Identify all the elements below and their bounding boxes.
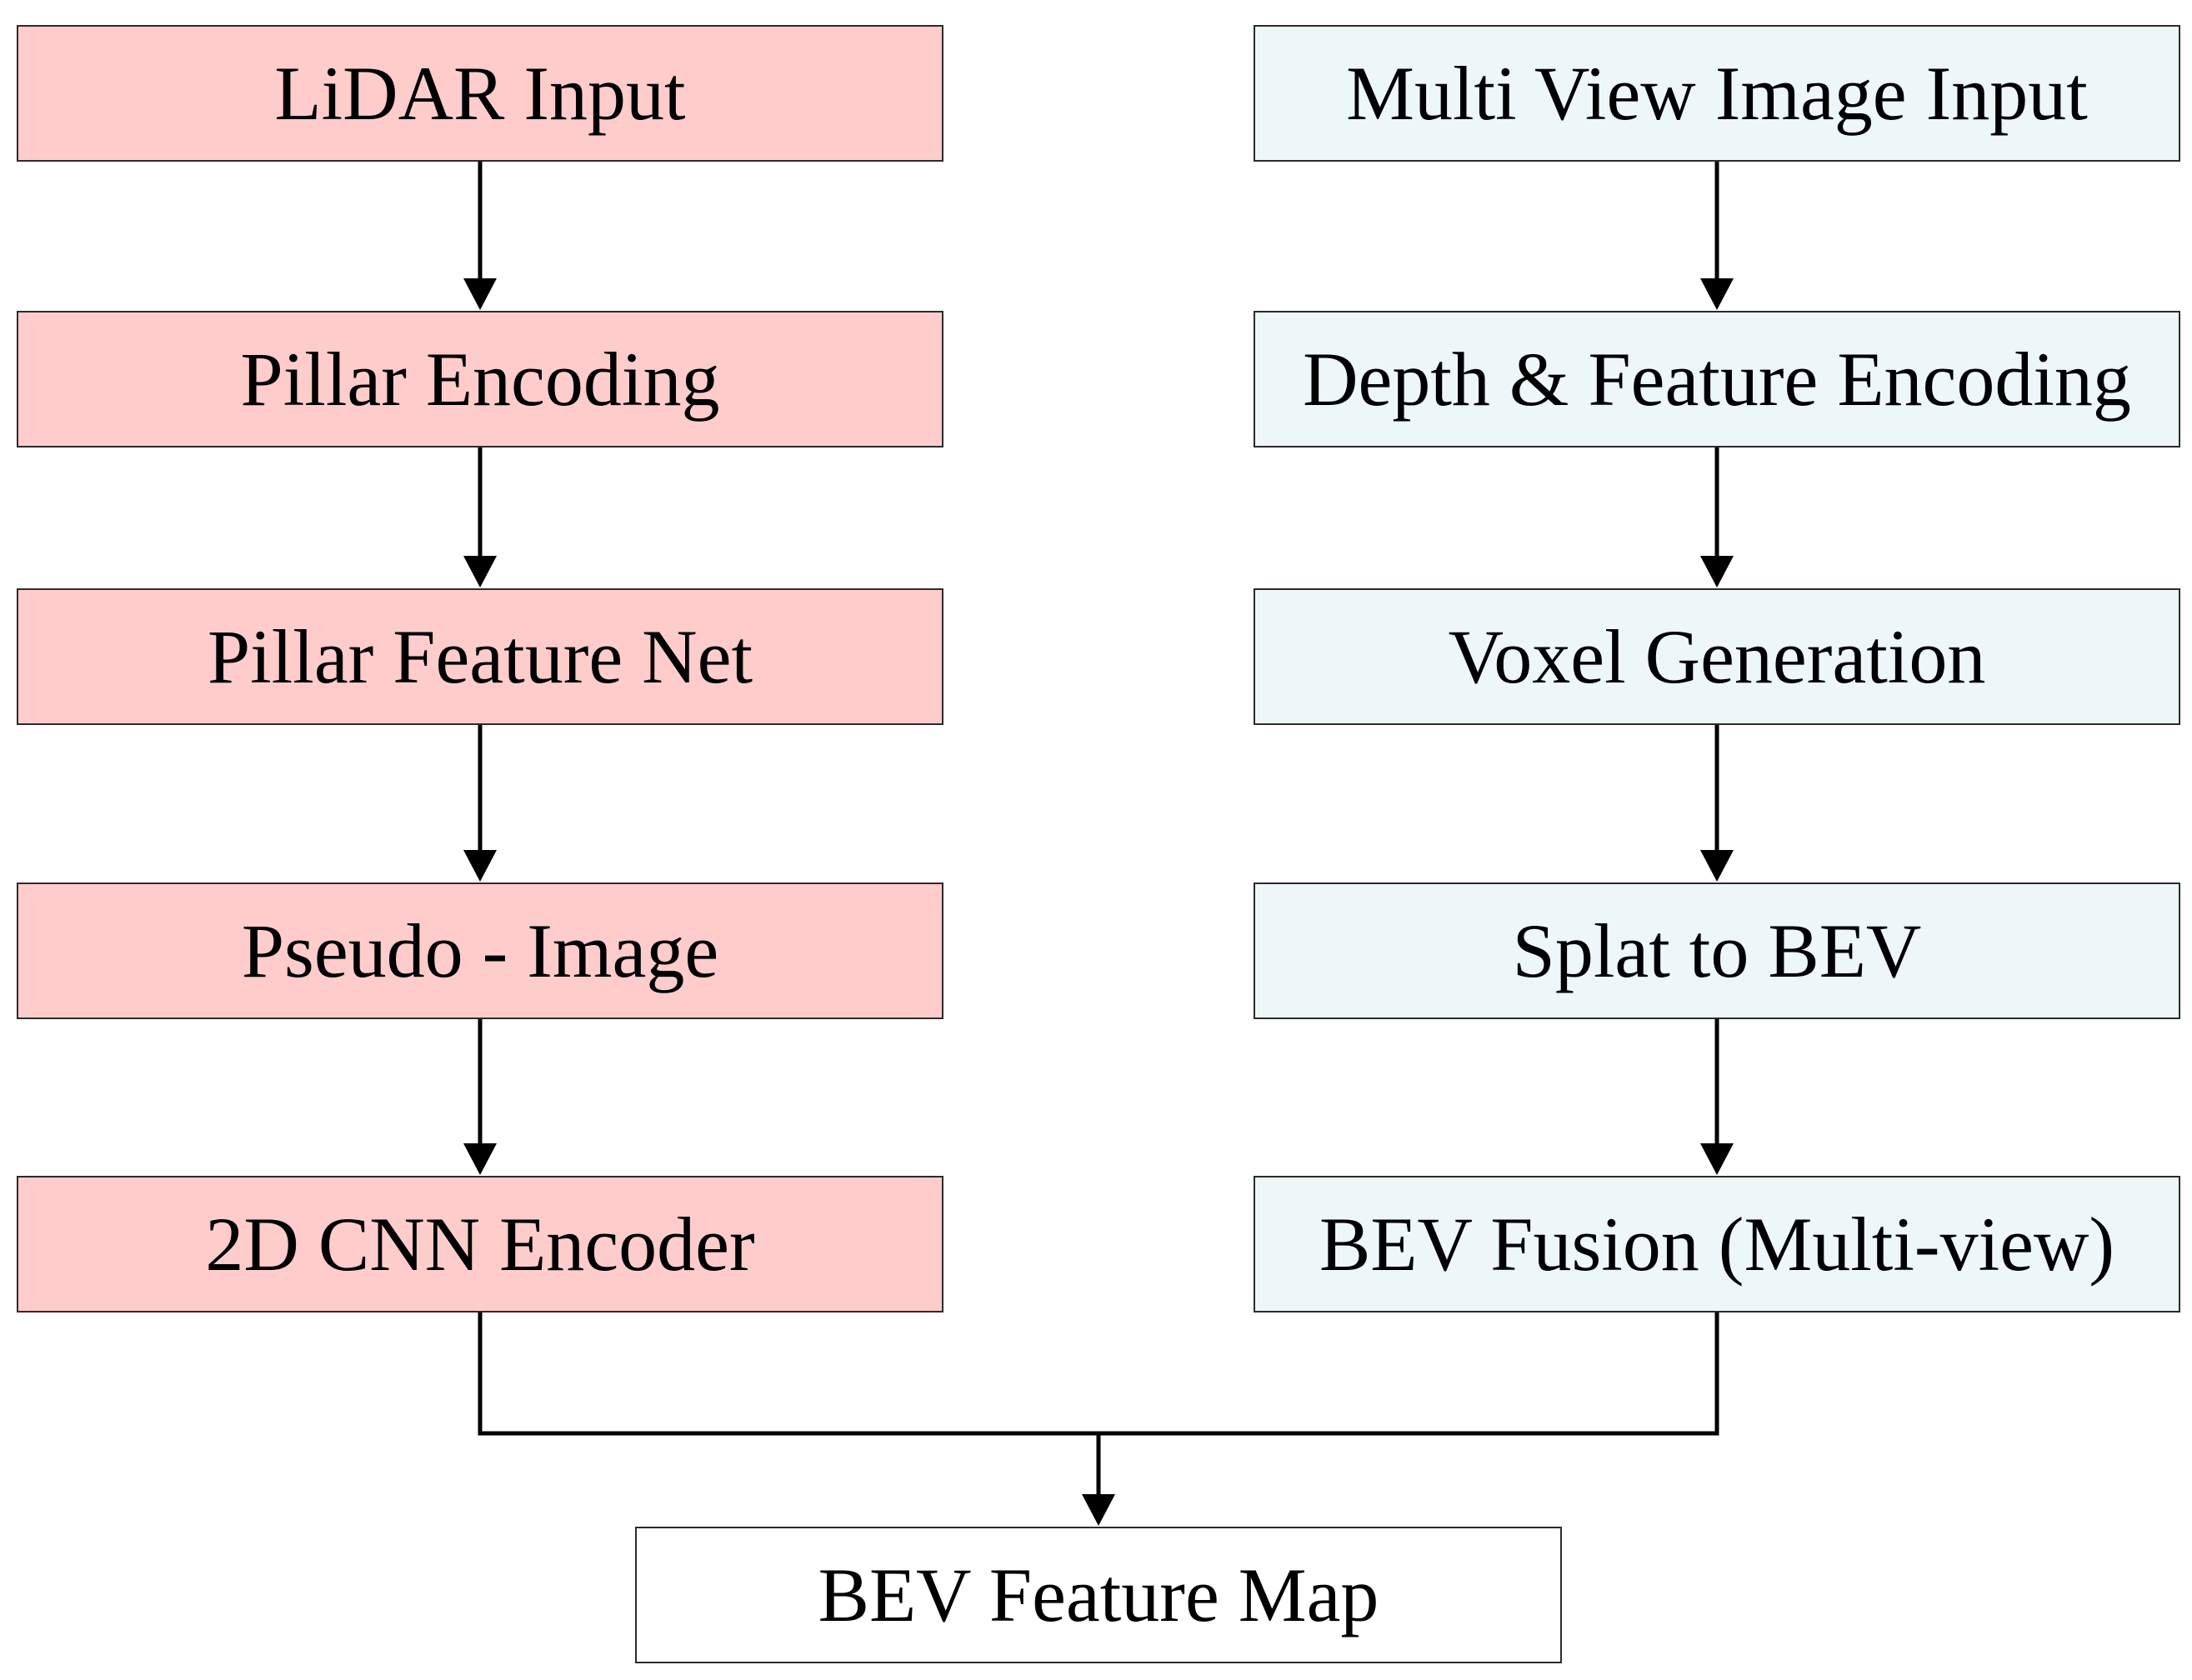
arrowhead [463, 850, 497, 882]
bev-fusion-box: BEV Fusion (Multi-view) [1254, 1176, 2180, 1312]
arrowhead [463, 278, 497, 310]
pillar-encoding-box: Pillar Encoding [17, 311, 943, 448]
bev-feature-map-box: BEV Feature Map [635, 1527, 1562, 1663]
arrowhead [463, 556, 497, 588]
arrowhead [1700, 850, 1734, 882]
pillar-feature-net-box: Pillar Feature Net [17, 588, 943, 725]
splat-to-bev-box: Splat to BEV [1254, 882, 2180, 1019]
2d-cnn-encoder-box: 2D CNN Encoder [17, 1176, 943, 1312]
voxel-generation-box: Voxel Generation [1254, 588, 2180, 725]
arrowhead [1082, 1494, 1115, 1526]
merge-connector [478, 1312, 1719, 1436]
arrowhead [1700, 278, 1734, 310]
lidar-input-box: LiDAR Input [17, 25, 943, 162]
arrowhead [463, 1143, 497, 1175]
multi-view-image-input-box: Multi View Image Input [1254, 25, 2180, 162]
depth-feature-encoding-box: Depth & Feature Encoding [1254, 311, 2180, 448]
pseudo-image-box: Pseudo - Image [17, 882, 943, 1019]
arrowhead [1700, 556, 1734, 588]
arrowhead [1700, 1143, 1734, 1175]
